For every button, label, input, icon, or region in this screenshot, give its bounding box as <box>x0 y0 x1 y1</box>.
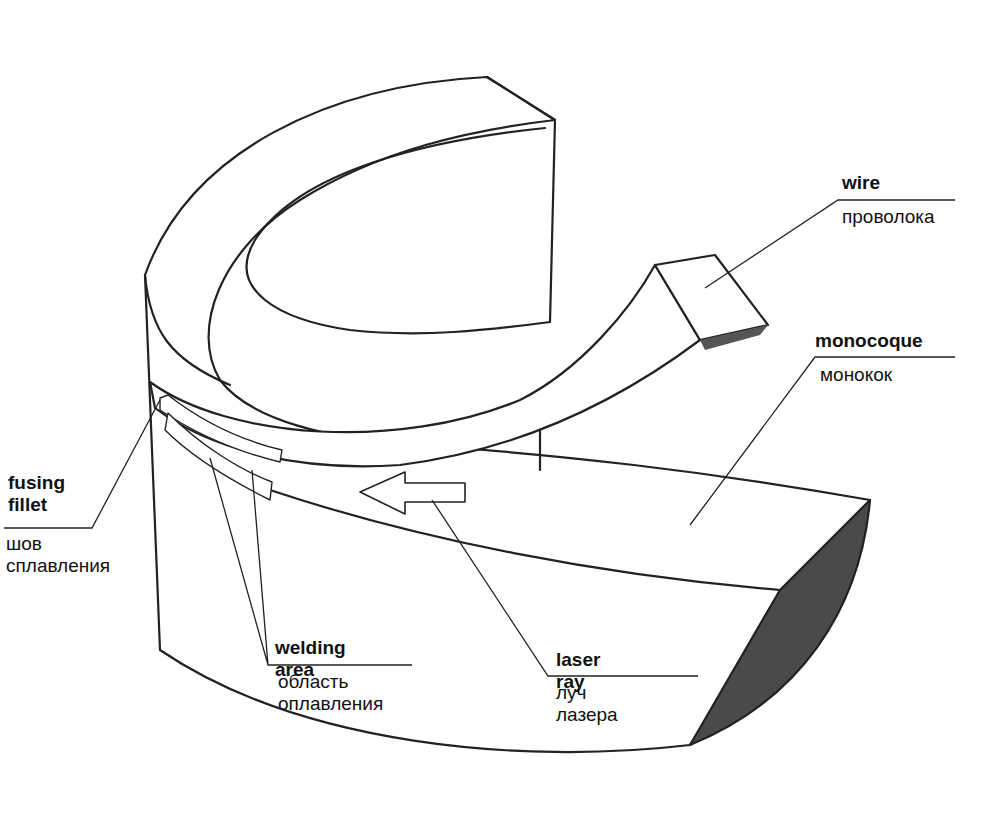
part-label-translation: монокок <box>820 364 892 386</box>
leader-line <box>4 400 160 528</box>
part-label-translation: область оплавления <box>278 671 383 715</box>
monocoque-top-inner <box>247 128 550 333</box>
monocoque-edge <box>145 275 230 385</box>
wire-end <box>655 255 768 340</box>
part-label-translation: шов сплавления <box>6 533 110 577</box>
wire-end-shade <box>700 325 768 350</box>
monocoque-body <box>145 77 870 752</box>
leader-line <box>690 357 955 525</box>
leader-line <box>705 200 955 288</box>
part-label: monocoque <box>815 330 923 352</box>
monocoque-edge <box>270 490 780 590</box>
part-label: fusing fillet <box>8 472 65 516</box>
part-label: wire <box>842 172 880 194</box>
monocoque-cut-face <box>690 500 870 745</box>
leader-line <box>210 458 412 665</box>
part-label-translation: луч лазера <box>556 682 618 726</box>
part-label-translation: проволока <box>842 206 935 228</box>
monocoque-end-face <box>487 77 555 322</box>
laser-arrow <box>360 472 465 514</box>
wire-body <box>150 265 700 466</box>
